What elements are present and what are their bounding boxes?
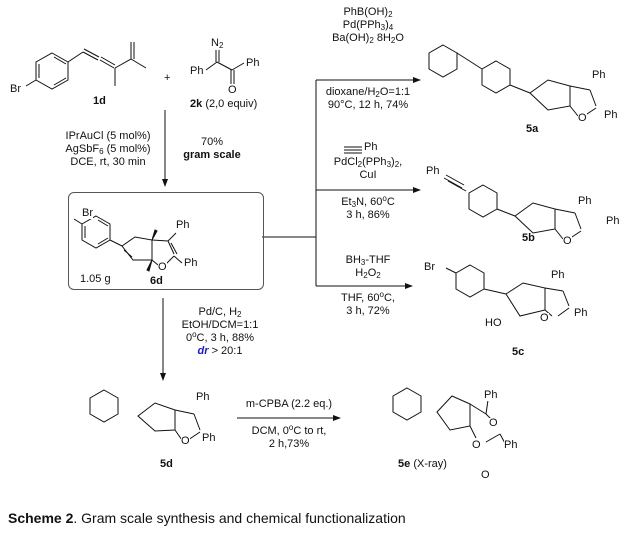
- atom-o-5e-carbonyl: O: [481, 469, 490, 481]
- atom-o-5d: O: [181, 435, 190, 447]
- atom-br-6d: Br: [82, 207, 93, 219]
- hydrogenation-conditions: Pd/C, H2 EtOH/DCM=1:1 0oC, 3 h, 88% dr >…: [170, 306, 270, 358]
- compound-label-5c: 5c: [512, 346, 525, 358]
- compound-label-5d: 5d: [160, 458, 173, 470]
- structure-5e: [392, 387, 507, 446]
- branch-5a-conditions: dioxane/H2O=1:1 90°C, 12 h, 74%: [318, 86, 418, 112]
- structure-5b: [443, 174, 582, 240]
- atom-ph-6d-2: Ph: [184, 257, 198, 269]
- atom-ph-5c-1: Ph: [551, 269, 565, 281]
- atom-ph-5d-2: Ph: [202, 432, 216, 444]
- atom-br-1d: Br: [10, 83, 21, 95]
- caption-text: . Gram scale synthesis and chemical func…: [73, 510, 406, 526]
- branch-5b-conditions: Et3N, 60oC 3 h, 86%: [318, 194, 418, 222]
- dr-label: dr: [197, 345, 209, 357]
- compound-label-5e: 5e (X-ray): [398, 458, 447, 470]
- compound-label-2k: 2k (2,0 equiv): [190, 98, 258, 110]
- structure-1d: [25, 42, 147, 90]
- atom-o-5b: O: [563, 235, 572, 247]
- structure-6d: [73, 215, 183, 266]
- structure-5d: [89, 389, 201, 441]
- condition-solvent-temp: THF, 60oC,: [341, 290, 395, 305]
- condition-solvent: EtOH/DCM=1:1: [181, 319, 259, 331]
- branch-5b-reagents: PdCl2(PPh3)2, CuI: [318, 156, 418, 182]
- condition-time-yield: 3 h, 72%: [346, 305, 390, 317]
- reagent-phenylacetylene-ph: Ph: [364, 141, 378, 153]
- condition-solvent-temp: DCM, 0oC to rt,: [251, 423, 327, 438]
- structure-2k: [205, 50, 245, 84]
- branch-5a-reagents: PhB(OH)2 Pd(PPh3)4 Ba(OH)2 8H2O: [318, 6, 418, 45]
- condition-solvent: dioxane/H2O=1:1: [325, 86, 411, 99]
- scheme-caption: Scheme 2. Gram scale synthesis and chemi…: [8, 510, 406, 526]
- compound-label-6d: 6d: [150, 275, 163, 287]
- atom-ph-5a-1: Ph: [592, 69, 606, 81]
- reagent-pd-catalyst: PdCl2(PPh3)2,: [333, 156, 403, 169]
- step1-conditions: IPrAuCl (5 mol%) AgSbF6 (5 mol%) DCE, rt…: [56, 130, 160, 169]
- atom-ph-5c-2: Ph: [574, 307, 588, 319]
- atom-ph-5e-ester: Ph: [504, 439, 518, 451]
- condition-catalyst: Pd/C, H2: [198, 306, 242, 319]
- gram-scale-label: gram scale: [183, 149, 241, 161]
- atom-ph-5b-alkyne: Ph: [426, 165, 440, 177]
- condition-temp-yield: 90°C, 12 h, 74%: [327, 99, 409, 111]
- atom-o-5e-ester: O: [472, 439, 481, 451]
- condition-base-temp: Et3N, 60oC: [341, 194, 395, 209]
- plus-sign: +: [164, 72, 171, 84]
- reagent-borane: BH3-THF: [345, 254, 391, 267]
- reagent-cui: CuI: [359, 169, 377, 181]
- compound-label-5a: 5a: [526, 123, 539, 135]
- reagent-peroxide: H2O2: [355, 267, 381, 280]
- oxidation-conditions: DCM, 0oC to rt, 2 h,73%: [237, 423, 341, 451]
- dr-value: > 20:1: [211, 345, 243, 357]
- atom-o-5e-ketone: O: [489, 417, 498, 429]
- structure-5c: [445, 264, 570, 317]
- mass-label: 1.05 g: [80, 273, 111, 285]
- atom-ph-5e-ketone: Ph: [484, 389, 498, 401]
- reagent-pd-catalyst: Pd(PPh3)4: [342, 19, 394, 32]
- atom-ph-5a-2: Ph: [604, 109, 618, 121]
- condition-temp-yield: 0oC, 3 h, 88%: [185, 330, 255, 345]
- atom-ph-5d-1: Ph: [196, 391, 210, 403]
- step1-yield: 70% gram scale: [172, 136, 252, 162]
- reagent-base: Ba(OH)2 8H2O: [332, 32, 404, 45]
- compound-label-5b: 5b: [522, 232, 535, 244]
- condition-additive: AgSbF6 (5 mol%): [65, 143, 151, 156]
- reagent-boronic-acid: PhB(OH)2: [343, 6, 393, 19]
- structure-5a: [428, 44, 597, 117]
- atom-ph-5b-2: Ph: [606, 215, 620, 227]
- atom-o-2k: O: [228, 84, 237, 96]
- caption-label: Scheme 2: [8, 510, 74, 526]
- atom-ph-5b-1: Ph: [578, 195, 592, 207]
- condition-solvent: DCE, rt, 30 min: [70, 156, 146, 168]
- yield-value: 70%: [200, 136, 224, 148]
- branch-5c-reagents: BH3-THF H2O2: [318, 254, 418, 280]
- compound-label-1d: 1d: [93, 95, 106, 107]
- atom-ph-6d-1: Ph: [176, 219, 190, 231]
- atom-br-5c: Br: [424, 261, 435, 273]
- atom-o-5c: O: [540, 312, 549, 324]
- diastereomeric-ratio: dr > 20:1: [170, 345, 270, 358]
- condition-time-yield: 3 h, 86%: [346, 209, 390, 221]
- condition-time-yield: 2 h,73%: [268, 438, 310, 450]
- condition-catalyst: IPrAuCl (5 mol%): [65, 130, 151, 142]
- atom-o-6d: O: [158, 261, 167, 273]
- atom-n2-2k: N2: [211, 37, 224, 50]
- atom-ho-5c: HO: [485, 317, 502, 329]
- branch-5c-conditions: THF, 60oC, 3 h, 72%: [318, 290, 418, 318]
- oxidation-reagent: m-CPBA (2.2 eq.): [245, 398, 333, 410]
- atom-ph-2k-left: Ph: [190, 65, 204, 77]
- intermediate-box: [68, 192, 264, 290]
- atom-ph-2k-right: Ph: [246, 57, 260, 69]
- atom-o-5a: O: [578, 112, 587, 124]
